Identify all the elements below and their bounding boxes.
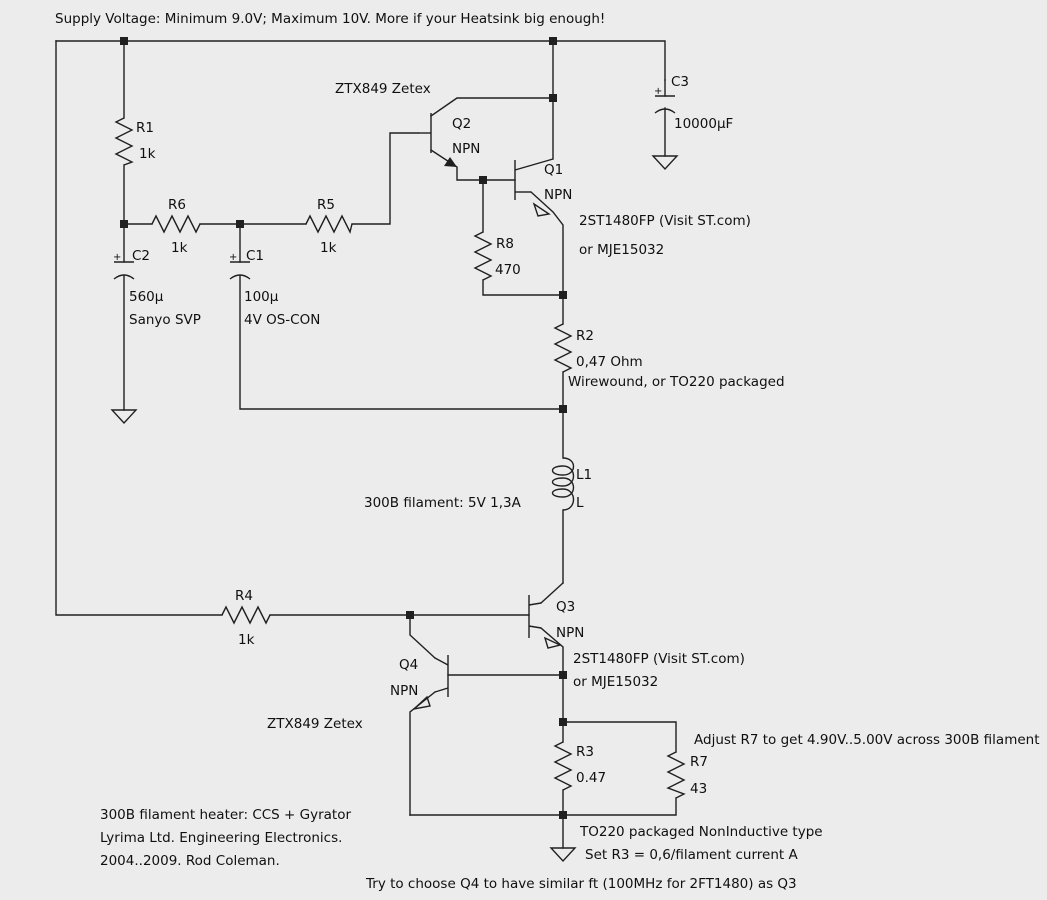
c2-ref: C2 — [132, 248, 151, 264]
c2-value: 560µ — [129, 289, 164, 305]
q4-part: ZTX849 Zetex — [267, 716, 363, 732]
q3-part: 2ST1480FP (Visit ST.com) — [573, 651, 745, 667]
wire-r7-bottom — [409, 797, 677, 816]
wire-c1-bottom — [239, 275, 564, 410]
wire-q3-emitter — [540, 627, 564, 723]
r1-symbol — [114, 117, 134, 166]
q3-alt: or MJE15032 — [573, 674, 659, 690]
r6-symbol — [151, 214, 201, 234]
r6-ref: R6 — [168, 197, 186, 213]
c2-symbol — [113, 261, 135, 280]
r4-value: 1k — [238, 632, 255, 648]
junctions — [120, 37, 567, 819]
r3-set-note: Set R3 = 0,6/filament current A — [585, 847, 798, 863]
c3-symbol — [654, 79, 676, 157]
c1-note: 4V OS-CON — [244, 312, 321, 328]
r5-symbol — [305, 214, 353, 235]
r5-value: 1k — [320, 240, 337, 256]
wire-r5-to-q2-base — [351, 132, 419, 225]
c3-plus: + — [654, 86, 663, 97]
c1-ref: C1 — [246, 248, 265, 264]
r2-ref: R2 — [576, 328, 594, 344]
q4-type: NPN — [390, 683, 419, 699]
ground-r3-icon — [549, 847, 577, 863]
r8-value: 470 — [495, 262, 521, 278]
wire-q2-collector — [430, 97, 554, 117]
credits-line1: 300B filament heater: CCS + Gyrator — [100, 807, 352, 823]
q4-symbol — [411, 655, 449, 711]
q2-symbol — [418, 113, 457, 167]
r4-symbol — [221, 605, 271, 625]
wire-r7-top — [562, 721, 677, 753]
c2-plus: + — [113, 252, 122, 263]
wire-q1-emitter — [530, 191, 564, 325]
q2-ref: Q2 — [452, 116, 472, 132]
r4-ref: R4 — [235, 588, 253, 604]
q1-type: NPN — [544, 187, 573, 203]
q1-symbol — [514, 158, 554, 217]
c2-note: Sanyo SVP — [129, 312, 201, 328]
wire-q3-collector — [540, 582, 564, 604]
r7-symbol — [666, 751, 686, 799]
wire-r8-bottom — [482, 279, 564, 296]
c3-value: 10000µF — [674, 116, 734, 132]
r7-ref: R7 — [690, 754, 708, 770]
wire-supply-left-drop — [55, 40, 223, 616]
q2-part: ZTX849 Zetex — [335, 81, 431, 97]
credits-line3: 2004..2009. Rod Coleman. — [100, 853, 280, 869]
r3-symbol — [553, 741, 573, 791]
wire-q4-collector — [409, 614, 436, 659]
r8-ref: R8 — [496, 236, 514, 252]
l1-ref: L1 — [576, 467, 593, 483]
q3-type: NPN — [556, 625, 585, 641]
adjust-r7-note: Adjust R7 to get 4.90V..5.00V across 300… — [694, 732, 1040, 748]
q2-type: NPN — [452, 141, 481, 157]
r2-symbol — [553, 323, 573, 373]
r6-value: 1k — [171, 240, 188, 256]
r5-ref: R5 — [317, 197, 335, 213]
q1-ref: Q1 — [544, 162, 564, 178]
supply-voltage-note: Supply Voltage: Minimum 9.0V; Maximum 10… — [55, 11, 606, 27]
c1-symbol — [229, 261, 251, 280]
c1-plus: + — [229, 252, 238, 263]
q1-alt: or MJE15032 — [579, 242, 665, 258]
c1-value: 100µ — [244, 289, 279, 305]
r3-ref: R3 — [576, 744, 594, 760]
c3-ref: C3 — [671, 74, 690, 90]
r3-value: 0.47 — [576, 770, 607, 786]
q3-ref: Q3 — [556, 599, 576, 615]
credits-line2: Lyrima Ltd. Engineering Electronics. — [100, 830, 343, 846]
wires — [55, 40, 677, 849]
r3-type-note: TO220 packaged NonInductive type — [580, 824, 823, 840]
ground-c3-icon — [651, 155, 679, 171]
r2-note: Wirewound, or TO220 packaged — [568, 374, 785, 390]
q3-symbol — [528, 595, 563, 649]
wire-q4-emitter — [409, 691, 436, 816]
r1-value: 1k — [139, 146, 156, 162]
filament-note: 300B filament: 5V 1,3A — [364, 495, 521, 511]
ground-c2-icon — [110, 409, 138, 425]
r8-symbol — [473, 231, 493, 281]
q4-ref: Q4 — [399, 657, 419, 673]
l1-value: L — [576, 495, 584, 511]
l1-symbol — [551, 457, 575, 511]
r2-value: 0,47 Ohm — [576, 354, 643, 370]
r7-value: 43 — [690, 781, 708, 797]
r1-ref: R1 — [136, 120, 154, 136]
q1-part: 2ST1480FP (Visit ST.com) — [579, 213, 751, 229]
wire-supply-rail — [55, 40, 666, 81]
q4-choice-note: Try to choose Q4 to have similar ft (100… — [366, 876, 797, 892]
